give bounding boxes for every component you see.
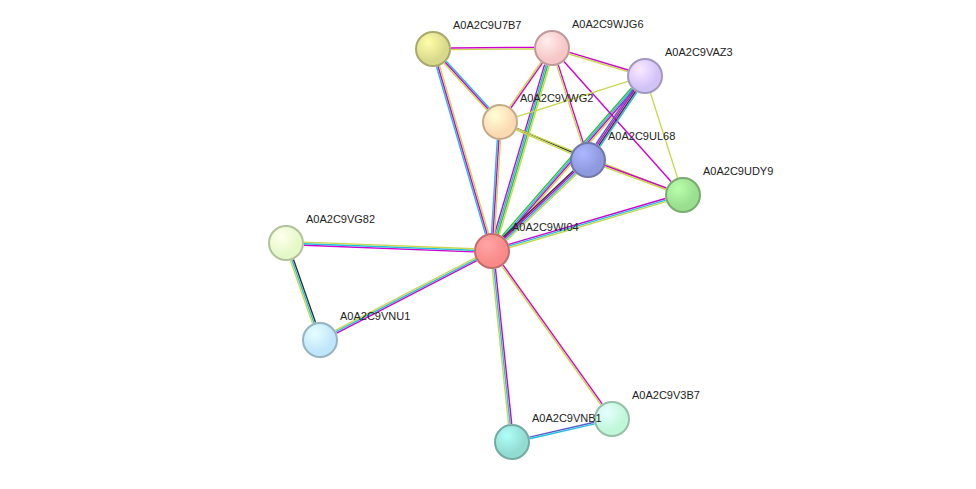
interaction-edge (502, 265, 602, 405)
node-label: A0A2C9UDY9 (703, 165, 773, 178)
evidence-line (492, 269, 508, 424)
interaction-edge (517, 81, 628, 116)
evidence-line (530, 424, 595, 439)
interaction-edge (569, 52, 628, 71)
evidence-line (569, 52, 628, 70)
node-label: A0A2C9U7B7 (453, 19, 522, 32)
node-label: A0A2C9VAZ3 (665, 46, 733, 59)
evidence-line (516, 130, 571, 154)
evidence-line (517, 81, 628, 116)
interaction-edge (492, 269, 511, 425)
evidence-line (502, 266, 601, 405)
evidence-line (445, 62, 488, 108)
evidence-line (605, 165, 666, 188)
evidence-line (569, 54, 628, 72)
node-label: A0A2C9VNU1 (340, 310, 410, 323)
protein-node: A0A2C9U7B7 (415, 31, 451, 67)
evidence-line (503, 265, 602, 404)
interaction-edge (290, 259, 315, 323)
evidence-line (451, 47, 534, 49)
protein-node: A0A2C9UL68 (570, 142, 606, 178)
evidence-line (495, 269, 511, 424)
protein-node: A0A2C9VG82 (268, 225, 304, 261)
interaction-edge (444, 61, 489, 110)
node-label: A0A2C9VNB1 (532, 412, 602, 425)
evidence-line (304, 244, 474, 251)
evidence-line (444, 63, 487, 109)
evidence-line (605, 167, 666, 190)
protein-node: A0A2C9VAZ3 (627, 58, 663, 94)
interaction-edge (509, 199, 666, 248)
evidence-line (293, 259, 315, 322)
evidence-line (304, 245, 474, 252)
evidence-line (292, 260, 314, 323)
evidence-line (437, 67, 486, 234)
evidence-line (290, 261, 312, 324)
evidence-line (494, 269, 510, 424)
node-label: A0A2C9VWG2 (520, 92, 593, 105)
evidence-line (451, 48, 534, 50)
protein-node: A0A2C9UDY9 (665, 177, 701, 213)
evidence-line (509, 200, 665, 246)
node-label: A0A2C9WI04 (512, 221, 579, 234)
evidence-line (499, 66, 549, 234)
interaction-edge (335, 258, 476, 333)
protein-node: A0A2C9VWG2 (482, 104, 518, 140)
node-label: A0A2C9WJG6 (572, 18, 644, 31)
protein-node: A0A2C9VNU1 (302, 322, 338, 358)
interaction-edge (437, 66, 489, 234)
node-label: A0A2C9UL68 (608, 130, 675, 143)
evidence-line (509, 199, 665, 245)
protein-node: A0A2C9WI04 (474, 233, 510, 269)
protein-node: A0A2C9WJG6 (534, 30, 570, 66)
evidence-line (335, 258, 475, 330)
interaction-edge (529, 422, 594, 438)
evidence-line (336, 259, 476, 331)
evidence-line (438, 66, 487, 233)
node-label: A0A2C9VG82 (306, 213, 375, 226)
evidence-line (440, 66, 489, 233)
evidence-line (503, 89, 632, 237)
evidence-line (529, 422, 594, 437)
node-label: A0A2C9V3B7 (632, 389, 700, 402)
evidence-line (304, 242, 474, 249)
evidence-line (495, 140, 501, 233)
protein-node: A0A2C9VNB1 (494, 424, 530, 460)
interaction-edge (492, 140, 501, 233)
evidence-line (446, 61, 489, 107)
evidence-line (337, 261, 477, 333)
interaction-edge (304, 242, 474, 252)
interaction-edge (605, 165, 667, 189)
evidence-line (510, 202, 666, 248)
interaction-edge (451, 47, 534, 49)
